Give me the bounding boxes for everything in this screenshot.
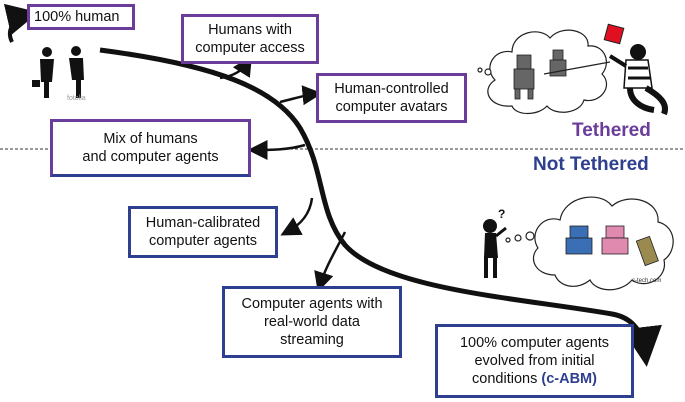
box-cabm-accent: (c-ABM) (541, 371, 597, 387)
confused-figure-icon: ? (483, 207, 507, 278)
box-streaming-label: Computer agents with real-world data str… (241, 296, 383, 348)
box-calibrated-label: Human-calibrated computer agents (145, 215, 261, 249)
box-mix-label: Mix of humans and computer agents (82, 131, 219, 165)
businessmen-silhouette-icon: fotolia (32, 46, 86, 102)
box-100-human: 100% human (27, 4, 135, 30)
box-avatars-label: Human-controlled computer avatars (334, 81, 449, 115)
svg-text:fotolia: fotolia (67, 95, 86, 102)
region-label-tethered: Tethered (572, 120, 651, 141)
box-cabm-text: 100% computer agents evolved from initia… (459, 335, 610, 387)
box-streaming: Computer agents with real-world data str… (222, 286, 402, 358)
svg-text:c-tech.com: c-tech.com (632, 278, 661, 284)
box-computer-access-label: Humans with computer access (195, 22, 305, 56)
thought-cloud-icon (477, 29, 608, 115)
start-arrow (3, 3, 39, 43)
box-cabm-label: 100% computer agents evolved from initia… (460, 334, 609, 388)
box-cabm: 100% computer agents evolved from initia… (435, 324, 634, 398)
robot-icon (513, 49, 611, 100)
branch-arrow-streaming (314, 231, 347, 293)
box-mix: Mix of humans and computer agents (50, 119, 251, 177)
branch-arrow-avatars (279, 85, 323, 106)
box-computer-access: Humans with computer access (181, 14, 319, 64)
box-100-human-label: 100% human (34, 9, 120, 25)
region-label-not-tethered: Not Tethered (533, 154, 649, 175)
branch-arrow-calibrated (280, 197, 314, 236)
robot-pair-icon: c-tech.com (565, 225, 661, 284)
box-avatars: Human-controlled computer avatars (316, 73, 467, 123)
main-curve (99, 47, 662, 367)
svg-text:?: ? (498, 207, 505, 221)
branch-arrow-mix (247, 139, 306, 160)
referee-figure-icon (603, 23, 668, 116)
box-calibrated: Human-calibrated computer agents (128, 206, 278, 258)
